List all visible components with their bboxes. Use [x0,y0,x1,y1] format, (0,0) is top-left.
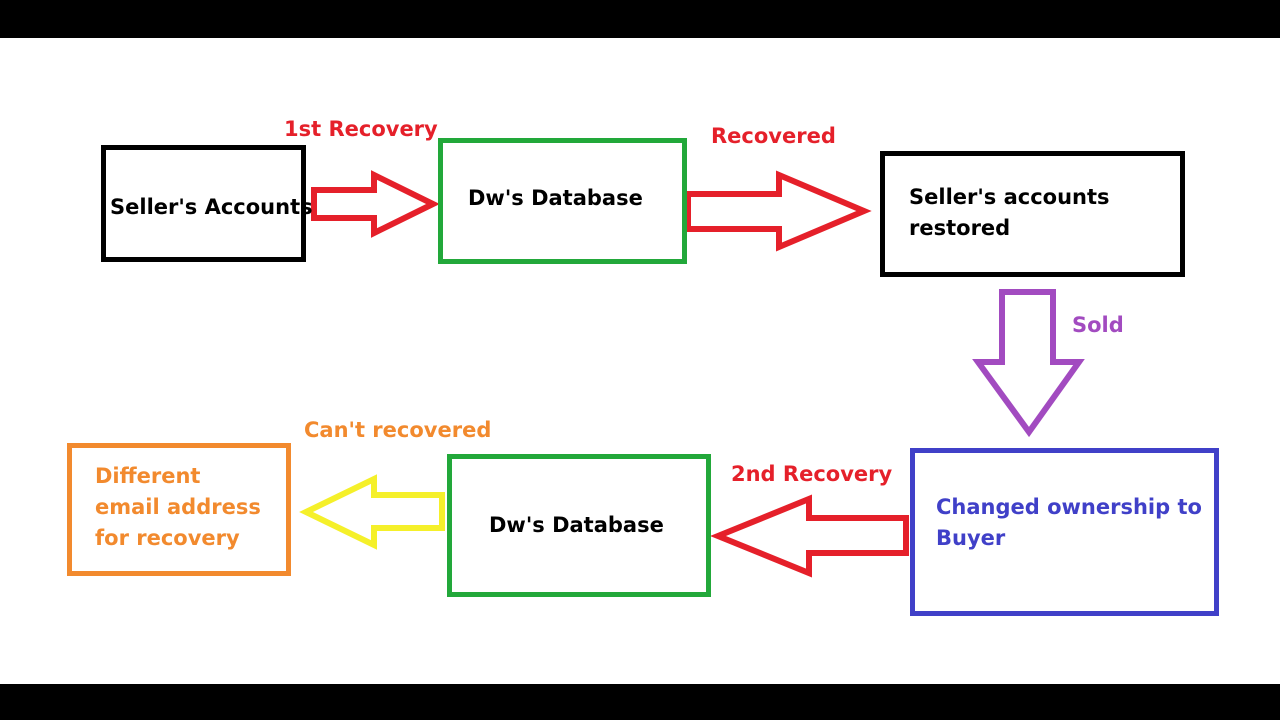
label-sold: Sold [1072,313,1124,337]
node-sellers-accounts: Seller's Accounts [101,145,313,262]
arrow-first-recovery [311,170,440,238]
node-different-email: Different email address for recovery [67,443,291,576]
arrow-cant-recovered [299,474,445,550]
label-first-recovery: 1st Recovery [284,117,438,141]
label-cant-recovered: Can't recovered [304,418,492,442]
arrow-recovered [685,170,872,252]
label-second-recovery: 2nd Recovery [731,462,893,486]
label-recovered: Recovered [711,124,836,148]
arrow-sold [972,289,1085,438]
node-sellers-accounts-restored: Seller's accounts restored [880,151,1185,277]
node-changed-ownership: Changed ownership to Buyer [910,448,1219,616]
arrow-second-recovery [710,494,909,578]
node-dw-database-top: Dw's Database [438,138,687,264]
node-dw-database-bottom: Dw's Database [447,454,711,597]
